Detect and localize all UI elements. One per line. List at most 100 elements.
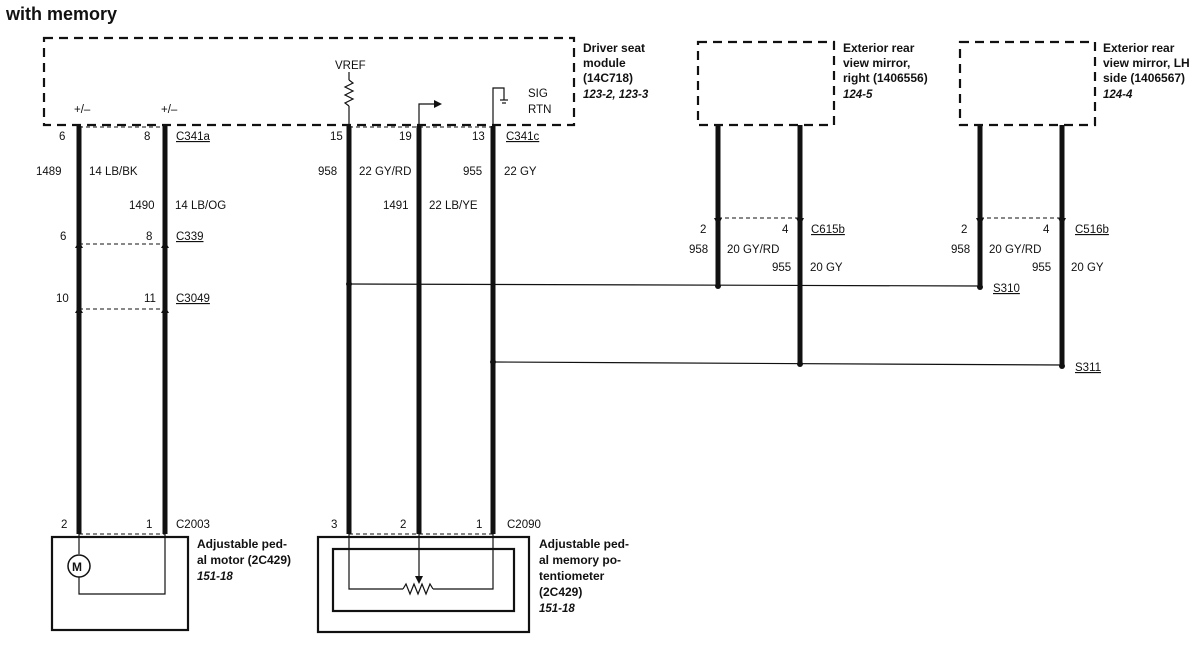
c339-pin-8-arrow-icon <box>161 241 169 248</box>
circuit-958-number: 958 <box>318 166 337 178</box>
c2003-pin-1: 1 <box>146 519 152 531</box>
pedal-motor-name-2: al motor (2C429) <box>197 553 291 567</box>
c3049-pin-11: 11 <box>144 293 156 305</box>
c615b-pin-4: 4 <box>782 224 789 236</box>
splice-dot-s310 <box>977 284 983 290</box>
vref-label: VREF <box>335 60 366 72</box>
s311-label: S311 <box>1075 362 1101 374</box>
mirror-right-name-2: view mirror, <box>843 56 910 70</box>
diagram-title: with memory <box>5 4 117 24</box>
splice-line-s311 <box>492 361 1063 366</box>
c339-pin-6: 6 <box>60 231 66 243</box>
pot-lead-right <box>433 534 494 590</box>
c2090-label: C2090 <box>507 519 541 531</box>
circuit-958-right-number: 958 <box>689 244 708 256</box>
circuit-1490-label: 14 LB/OG <box>175 200 226 212</box>
c339-pin-8: 8 <box>146 231 152 243</box>
pedal-pot-name-4: (2C429) <box>539 585 582 599</box>
circuit-958-lh-number: 958 <box>951 244 970 256</box>
pedal-pot-name-2: al memory po- <box>539 553 621 567</box>
c341a-pin-6: 6 <box>59 131 65 143</box>
pedal-pot-inner-box <box>331 547 516 613</box>
splice-dot-958 <box>346 281 352 287</box>
sig-label: SIG <box>528 88 548 100</box>
circuit-1491-number: 1491 <box>383 200 409 212</box>
mirror-lh-name-2: view mirror, LH <box>1103 56 1190 70</box>
c341c-label: C341c <box>506 131 539 143</box>
sig-rtn-lead <box>492 87 505 125</box>
c615b-label: C615b <box>811 224 845 236</box>
pedal-pot-outer-box <box>316 535 531 634</box>
pin-sign-left: +/– <box>74 104 91 116</box>
c339-pin-6-arrow-icon <box>75 241 83 248</box>
circuit-955-label: 22 GY <box>504 166 537 178</box>
driver-seat-module-box <box>42 36 576 127</box>
rtn-label: RTN <box>528 104 551 116</box>
signal-flag-arrow-icon <box>434 100 442 108</box>
circuit-955-number: 955 <box>463 166 482 178</box>
splice-dot-955 <box>490 359 496 365</box>
circuit-1489-number: 1489 <box>36 166 62 178</box>
c516b-pin-2: 2 <box>961 224 967 236</box>
driver-seat-module-name-1: Driver seat <box>583 41 645 55</box>
c341c-pin-15: 15 <box>330 131 343 143</box>
vref-resistor-icon <box>343 79 355 107</box>
mirror-right-ref: 124-5 <box>843 89 873 101</box>
driver-seat-module-name-3: (14C718) <box>583 71 633 85</box>
c516b-pin-4: 4 <box>1043 224 1050 236</box>
mirror-right-name-1: Exterior rear <box>843 41 915 55</box>
s310-label: S310 <box>993 283 1020 295</box>
pot-resistor-icon <box>402 582 434 596</box>
motor-symbol: M <box>72 560 82 574</box>
splice-dot-955-right <box>797 361 803 367</box>
c341a-pin-8: 8 <box>144 131 150 143</box>
driver-seat-module-ref: 123-2, 123-3 <box>583 89 649 101</box>
pedal-pot-name-3: tentiometer <box>539 569 605 583</box>
pedal-motor-name-1: Adjustable ped- <box>197 537 287 551</box>
circuit-958-lh-label: 20 GY/RD <box>989 244 1041 256</box>
mirror-right-box <box>696 40 836 127</box>
c615b-pin-2: 2 <box>700 224 706 236</box>
c2003-label: C2003 <box>176 519 210 531</box>
c516b-pin-2-arrow-icon <box>976 218 984 226</box>
c516b-pin-4-arrow-icon <box>1058 218 1066 226</box>
c341a-label: C341a <box>176 131 210 143</box>
pedal-motor-ref: 151-18 <box>197 571 233 583</box>
c615b-pin-4-arrow-icon <box>796 218 804 226</box>
driver-seat-module-name-2: module <box>583 56 626 70</box>
circuit-955-lh-number: 955 <box>1032 262 1051 274</box>
pedal-pot-ref: 151-18 <box>539 603 575 615</box>
c3049-pin-10: 10 <box>56 293 69 305</box>
c341c-pin-13: 13 <box>472 131 485 143</box>
circuit-1491-label: 22 LB/YE <box>429 200 478 212</box>
splice-line-s310 <box>348 283 981 287</box>
c2090-pin-1: 1 <box>476 519 482 531</box>
c3049-label: C3049 <box>176 293 210 305</box>
c615b-pin-2-arrow-icon <box>714 218 722 226</box>
mirror-lh-ref: 124-4 <box>1103 89 1133 101</box>
c3049-pin-10-arrow-icon <box>75 306 83 313</box>
mirror-lh-name-1: Exterior rear <box>1103 41 1175 55</box>
c339-label: C339 <box>176 231 204 243</box>
circuit-955-right-number: 955 <box>772 262 791 274</box>
mirror-lh-box <box>958 40 1097 127</box>
c3049-pin-11-arrow-icon <box>161 306 169 313</box>
pedal-pot-name-1: Adjustable ped- <box>539 537 629 551</box>
mirror-lh-name-3: side (1406567) <box>1103 71 1185 85</box>
circuit-955-lh-label: 20 GY <box>1071 262 1104 274</box>
c2090-pin-3: 3 <box>331 519 337 531</box>
splice-dot-s311 <box>1059 363 1065 369</box>
circuit-1490-number: 1490 <box>129 200 155 212</box>
c2003-pin-2: 2 <box>61 519 67 531</box>
splice-dot-958-right <box>715 283 721 289</box>
c2090-pin-2: 2 <box>400 519 406 531</box>
pot-wiper-arrow-icon <box>415 576 423 584</box>
circuit-955-right-label: 20 GY <box>810 262 843 274</box>
signal-flag-line <box>418 103 440 125</box>
circuit-958-right-label: 20 GY/RD <box>727 244 779 256</box>
c341c-pin-19: 19 <box>399 131 412 143</box>
circuit-958-label: 22 GY/RD <box>359 166 411 178</box>
mirror-right-name-3: right (1406556) <box>843 71 928 85</box>
pin-sign-right: +/– <box>161 104 178 116</box>
